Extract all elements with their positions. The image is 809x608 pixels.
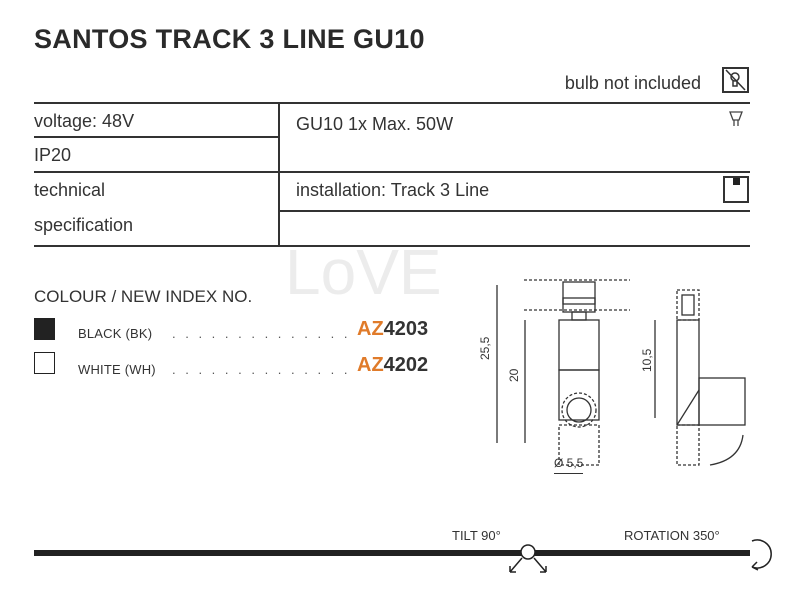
spec-bulb: GU10 1x Max. 50W [296, 114, 454, 134]
swatch-white [34, 352, 55, 374]
track-install-icon [723, 176, 749, 203]
swatch-black [34, 318, 55, 340]
table-line [34, 171, 750, 173]
leader-dots: . . . . . . . . . . . . . . [172, 326, 351, 341]
table-line [279, 210, 750, 212]
dim-body-height: 20 [507, 368, 521, 382]
dim-diameter: Ø 5,5 [554, 456, 584, 474]
index-code-black: AZ4203 [357, 318, 429, 340]
spec-installation: installation: Track 3 Line [296, 180, 490, 200]
spec-voltage: voltage: 48V [34, 111, 135, 131]
side-view [654, 289, 746, 466]
colour-label-white: WHITE (WH) [78, 362, 156, 377]
leader-dots: . . . . . . . . . . . . . . [172, 362, 351, 377]
spec-specification: specification [34, 215, 134, 235]
front-view [496, 279, 630, 466]
no-bulb-icon [722, 67, 749, 93]
table-divider [278, 102, 280, 247]
colour-heading: COLOUR / NEW INDEX NO. [34, 287, 253, 306]
tilt-icon [509, 544, 547, 573]
gu10-bulb-icon [729, 111, 743, 126]
rotation-label: ROTATION 350° [624, 528, 720, 543]
spec-technical: technical [34, 180, 106, 200]
table-border-top [34, 102, 750, 104]
colour-label-black: BLACK (BK) [78, 326, 153, 341]
tilt-label: TILT 90° [452, 528, 501, 543]
spec-ip: IP20 [34, 145, 72, 165]
feature-bar [34, 550, 750, 556]
bulb-note: bulb not included [564, 73, 701, 93]
dim-side-height: 10,5 [640, 348, 654, 372]
dim-total-height: 25,5 [478, 336, 492, 360]
page-title: SANTOS TRACK 3 LINE GU10 [34, 24, 425, 54]
technical-drawing [496, 279, 746, 466]
rotation-icon [751, 539, 772, 571]
index-code-white: AZ4202 [357, 354, 429, 376]
table-border-bottom [34, 245, 750, 247]
table-line [34, 136, 278, 138]
